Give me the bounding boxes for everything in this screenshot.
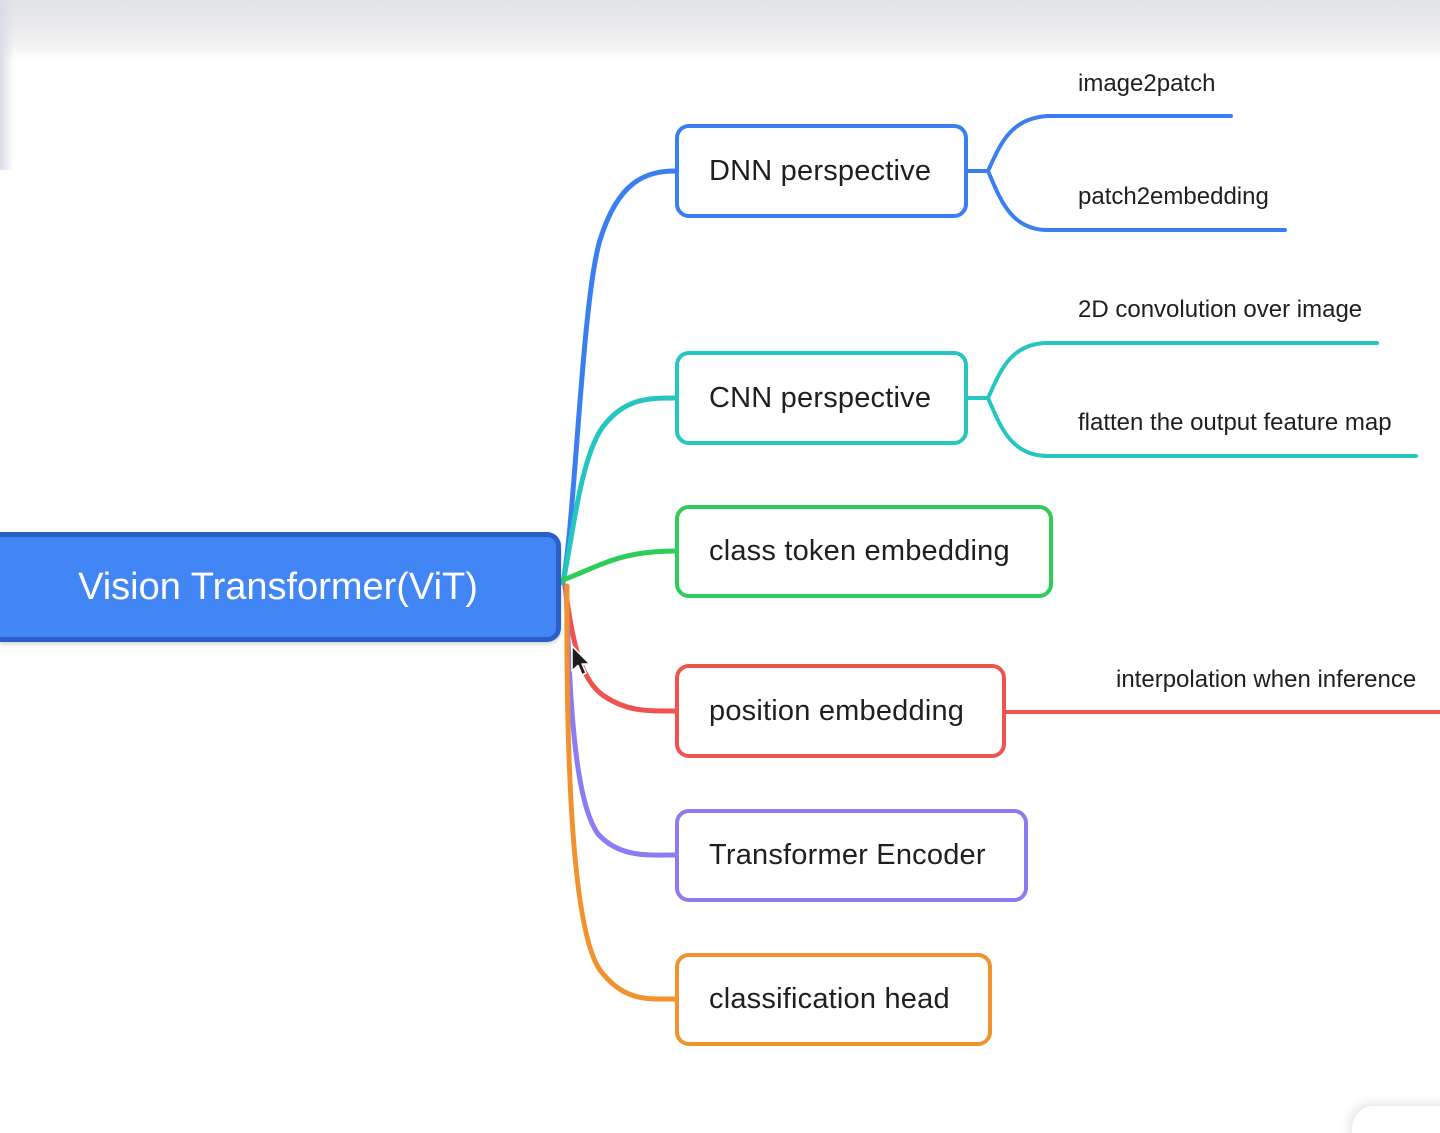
leaf-label: image2patch <box>1078 70 1216 97</box>
bottom-right-panel <box>1352 1106 1440 1133</box>
node-label: classification head <box>709 983 950 1015</box>
node-label: Transformer Encoder <box>709 839 986 871</box>
root-node-label: Vision Transformer(ViT) <box>78 565 478 608</box>
leaf-label: 2D convolution over image <box>1078 296 1363 323</box>
node-class-token-embedding[interactable]: class token embedding <box>675 505 1053 598</box>
root-node[interactable]: Vision Transformer(ViT) <box>0 532 561 642</box>
edge-root-to-cnn-perspective <box>560 395 678 586</box>
leaf-label: patch2embedding <box>1078 183 1269 210</box>
leaf-label: interpolation when inference <box>1116 666 1417 693</box>
edge-dnn-to-image2patch <box>986 114 1233 173</box>
node-label: position embedding <box>709 694 965 727</box>
edge-root-to-classification-head <box>564 583 678 1002</box>
edge-cnn-to-flatten-feature-map <box>986 396 1418 458</box>
node-classification-head[interactable]: classification head <box>675 953 992 1046</box>
leaf-2d-convolution-over-image[interactable]: 2D convolution over image <box>1078 296 1362 324</box>
edge-root-to-position-embedding <box>562 583 678 714</box>
leaf-label: flatten the output feature map <box>1078 409 1392 436</box>
node-dnn-perspective[interactable]: DNN perspective <box>675 124 968 218</box>
node-label: CNN perspective <box>709 381 932 414</box>
leaf-interpolation-when-inference[interactable]: interpolation when inference <box>1116 666 1416 694</box>
edge-cnn-to-2d-convolution <box>986 341 1379 400</box>
node-position-embedding[interactable]: position embedding <box>675 664 1006 758</box>
node-label: class token embedding <box>709 535 1010 567</box>
leaf-image2patch[interactable]: image2patch <box>1078 70 1215 98</box>
edge-root-to-dnn-perspective <box>560 168 678 586</box>
node-transformer-encoder[interactable]: Transformer Encoder <box>675 809 1028 902</box>
edge-root-to-class-token-embedding <box>560 548 678 583</box>
node-label: DNN perspective <box>709 154 932 187</box>
leaf-patch2embedding[interactable]: patch2embedding <box>1078 183 1269 211</box>
leaf-flatten-the-output-feature-map[interactable]: flatten the output feature map <box>1078 409 1392 437</box>
edge-root-to-transformer-encoder <box>563 583 678 858</box>
node-cnn-perspective[interactable]: CNN perspective <box>675 351 968 445</box>
edge-dnn-to-patch2embedding <box>986 169 1287 232</box>
